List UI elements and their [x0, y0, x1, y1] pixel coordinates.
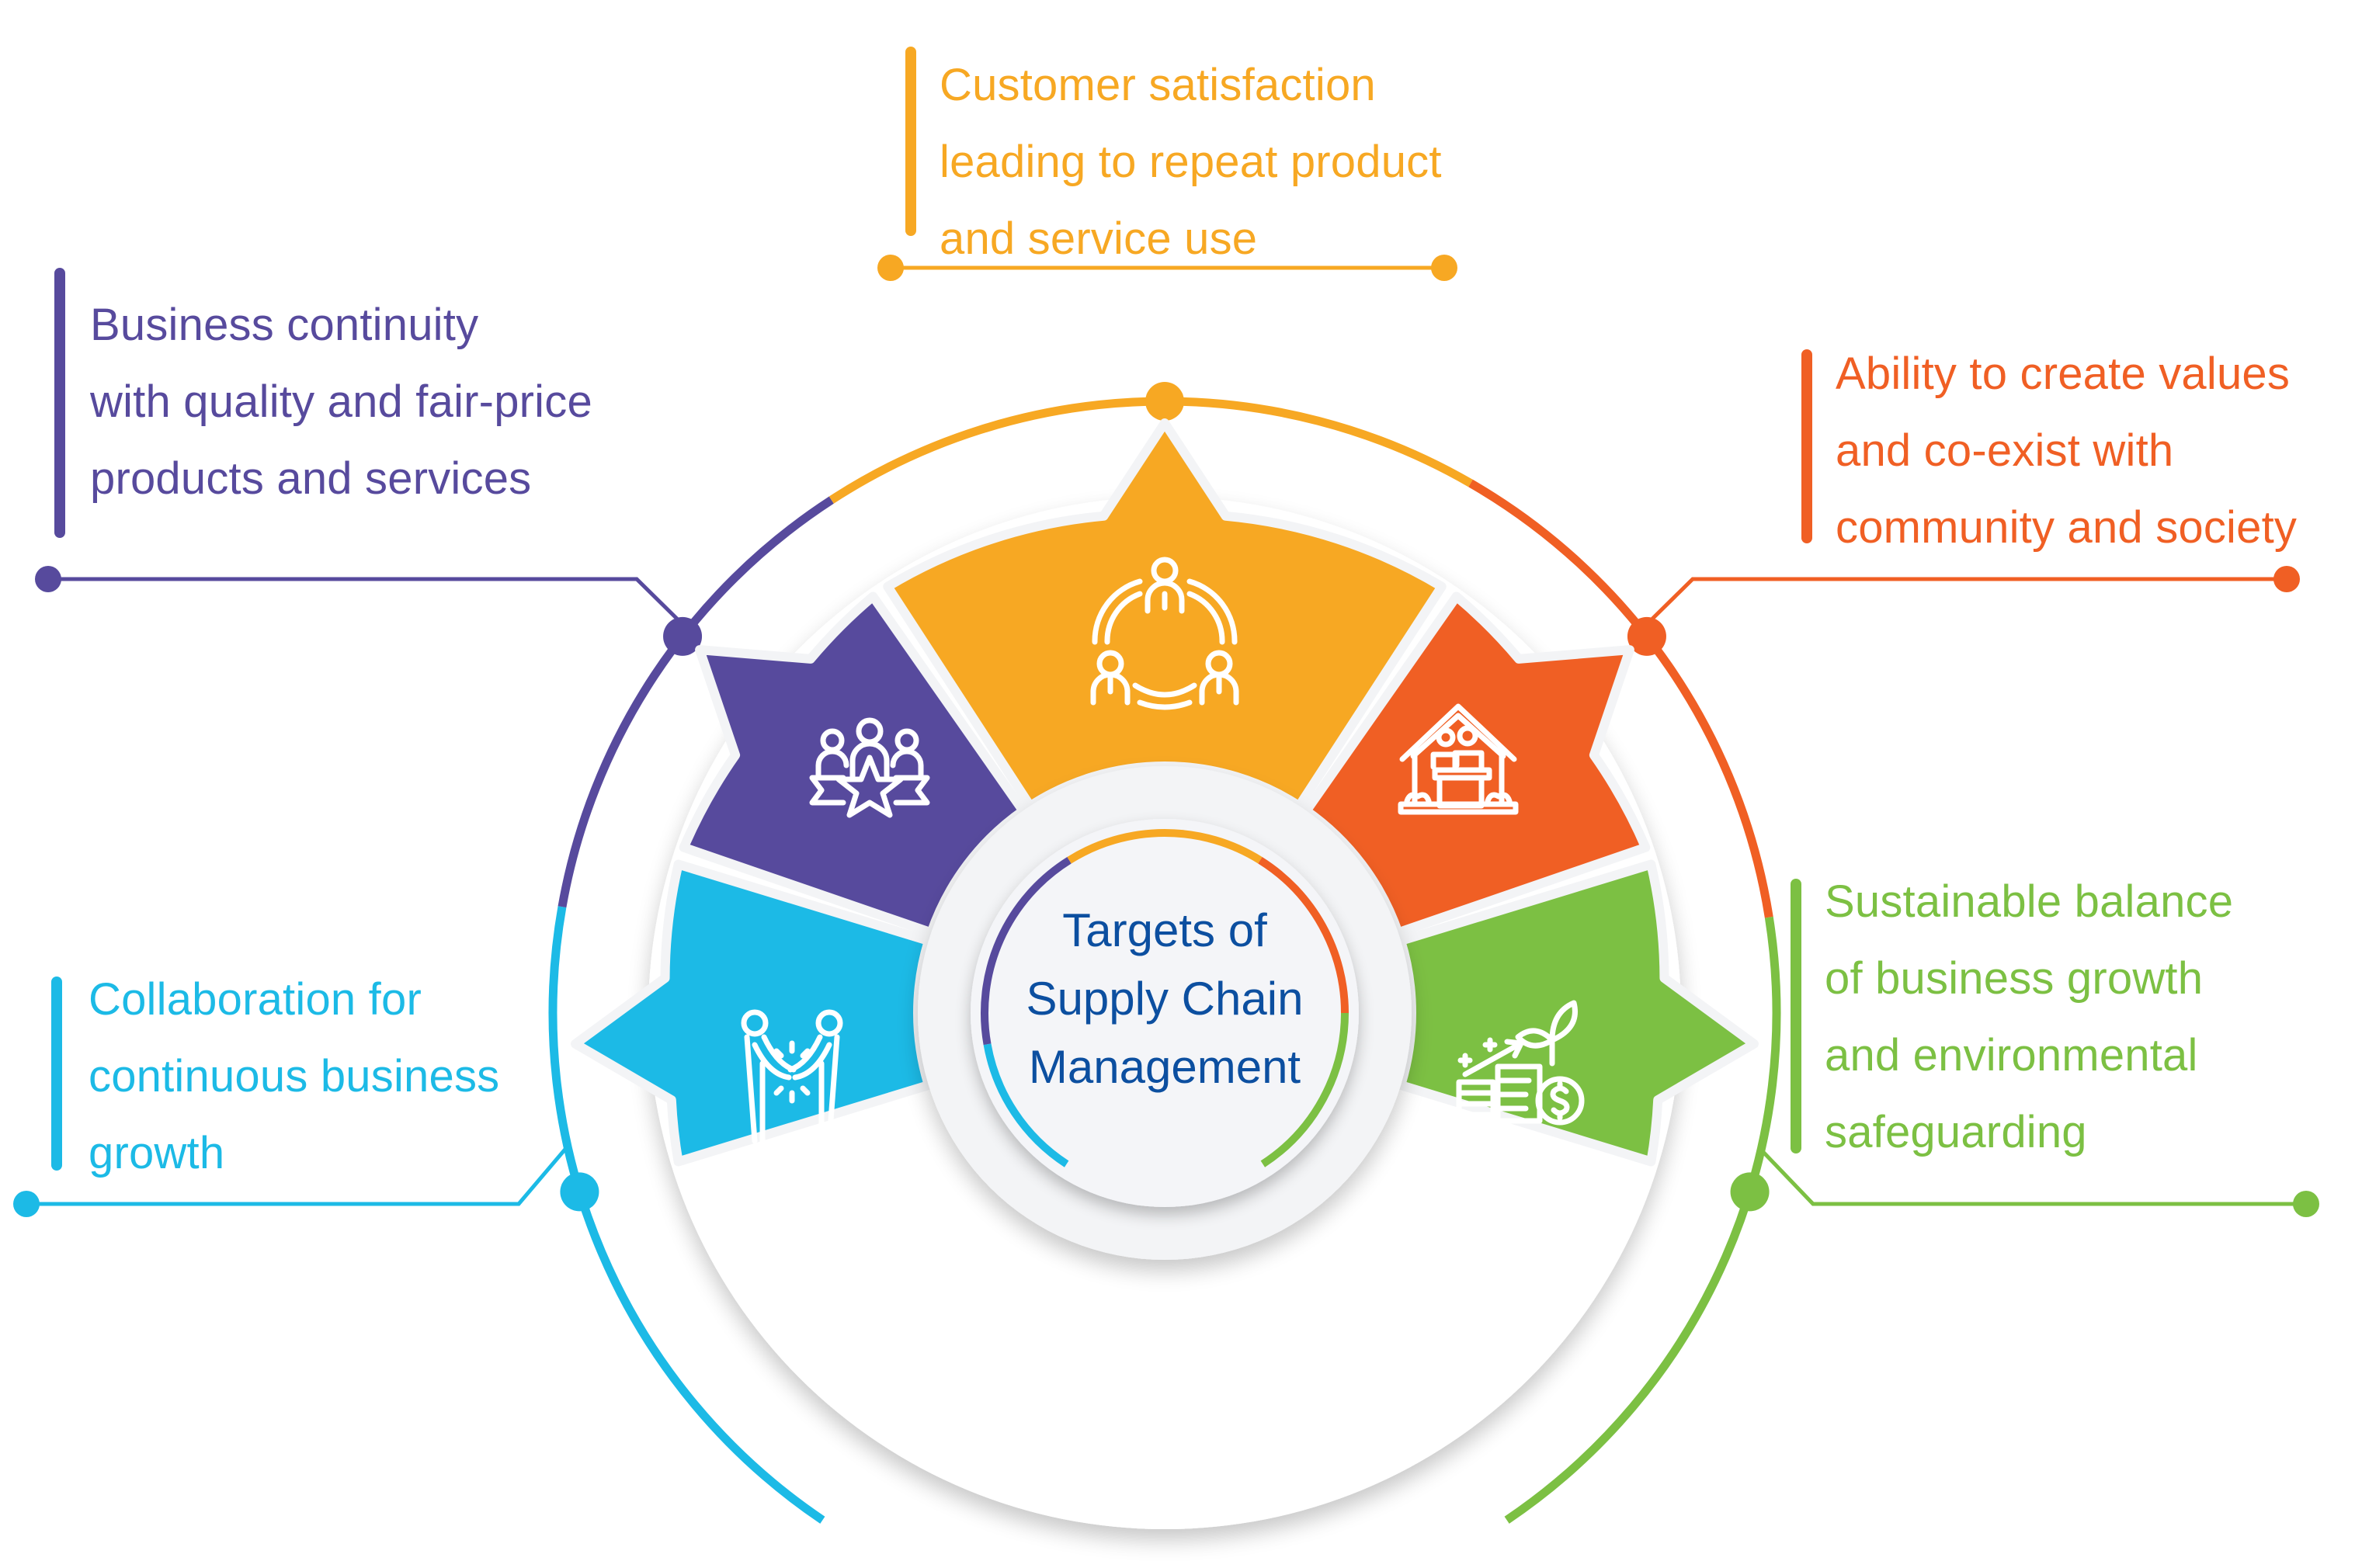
leader-end-dot-customer-satisfaction	[1431, 255, 1457, 281]
callout-accent-bar	[905, 47, 916, 236]
callout-line: Business continuity	[90, 300, 479, 350]
orbit-arc-community-coexistence	[1468, 479, 1773, 918]
callout-text: Collaboration for continuous business gr…	[89, 961, 499, 1192]
callout-line: continuous business	[89, 1051, 500, 1101]
leader-line-sustainable-balance	[1757, 1146, 2306, 1206]
center-title-line: Targets of	[1062, 904, 1267, 956]
hub-arc-collaboration	[983, 1043, 1069, 1167]
callout-line: Ability to create values	[1836, 349, 2291, 399]
center-title-line: Supply Chain	[1026, 973, 1304, 1025]
callout-accent-bar	[51, 977, 62, 1171]
hub-disc	[971, 819, 1359, 1207]
orbit-dot-collaboration	[560, 1172, 599, 1212]
callout-line: growth	[89, 1128, 225, 1178]
handshake-icon	[741, 1009, 843, 1144]
center-title: Targets of Supply Chain Management	[978, 897, 1351, 1101]
family-house-icon	[1398, 703, 1519, 815]
callout-line: Collaboration for	[89, 974, 422, 1025]
orbit-arc-sustainable-balance	[1504, 916, 1781, 1524]
hub-arc-community-coexistence	[1258, 857, 1349, 1014]
leader-lines	[13, 255, 2319, 1217]
callout-line: and co-exist with	[1836, 425, 2174, 476]
icons	[741, 557, 1585, 1144]
team-circle-icon	[1090, 557, 1239, 710]
callout-line: Customer satisfaction	[940, 60, 1376, 110]
orbit-dot-community-coexistence	[1627, 616, 1666, 656]
hub-arc-sustainable-balance	[1260, 1012, 1349, 1167]
orbit-dot-sustainable-balance	[1730, 1172, 1770, 1212]
hub-arcs	[981, 829, 1349, 1167]
leader-end-dot-business-continuity	[35, 566, 61, 592]
leader-end-dot-sustainable-balance	[2293, 1191, 2319, 1217]
callout-line: and environmental	[1825, 1030, 2198, 1081]
callout-text: Business continuity with quality and fai…	[90, 286, 592, 517]
hub-arc-business-continuity	[981, 857, 1072, 1046]
callout-line: community and society	[1836, 502, 2298, 553]
callout-accent-bar	[1791, 879, 1801, 1153]
leader-line-business-continuity	[48, 577, 689, 630]
callout-line: leading to repeat product	[940, 137, 1442, 187]
callout-accent-bar	[1801, 349, 1812, 543]
leader-line-collaboration	[26, 1146, 568, 1206]
callout-line: Sustainable balance	[1825, 876, 2234, 927]
callout-line: of business growth	[1825, 953, 2204, 1004]
money-growth-plant-icon	[1456, 1000, 1585, 1126]
team-star-award-icon	[809, 717, 930, 818]
callout-line: products and services	[90, 453, 532, 504]
callout-accent-bar	[54, 268, 65, 538]
callout-line: safeguarding	[1825, 1107, 2087, 1157]
callout-line: with quality and fair-price	[90, 376, 592, 427]
leader-line-community-coexistence	[1641, 577, 2287, 630]
callout-text: Ability to create values and co-exist wi…	[1836, 335, 2297, 566]
callout-text: Customer satisfaction leading to repeat …	[940, 47, 1442, 277]
leader-end-dot-collaboration	[13, 1191, 40, 1217]
orbit-arc-collaboration	[548, 906, 825, 1524]
center-title-line: Management	[1028, 1041, 1301, 1093]
hub-arc-customer-satisfaction	[1067, 829, 1263, 864]
orbit-arc-business-continuity	[558, 496, 834, 908]
leader-end-dot-community-coexistence	[2273, 566, 2300, 592]
callout-line: and service use	[940, 213, 1258, 264]
orbit-dot-customer-satisfaction	[1145, 382, 1184, 421]
orbit-dot-business-continuity	[663, 616, 703, 656]
callout-text: Sustainable balance of business growth a…	[1825, 863, 2233, 1171]
leader-end-dot-customer-satisfaction	[877, 255, 904, 281]
